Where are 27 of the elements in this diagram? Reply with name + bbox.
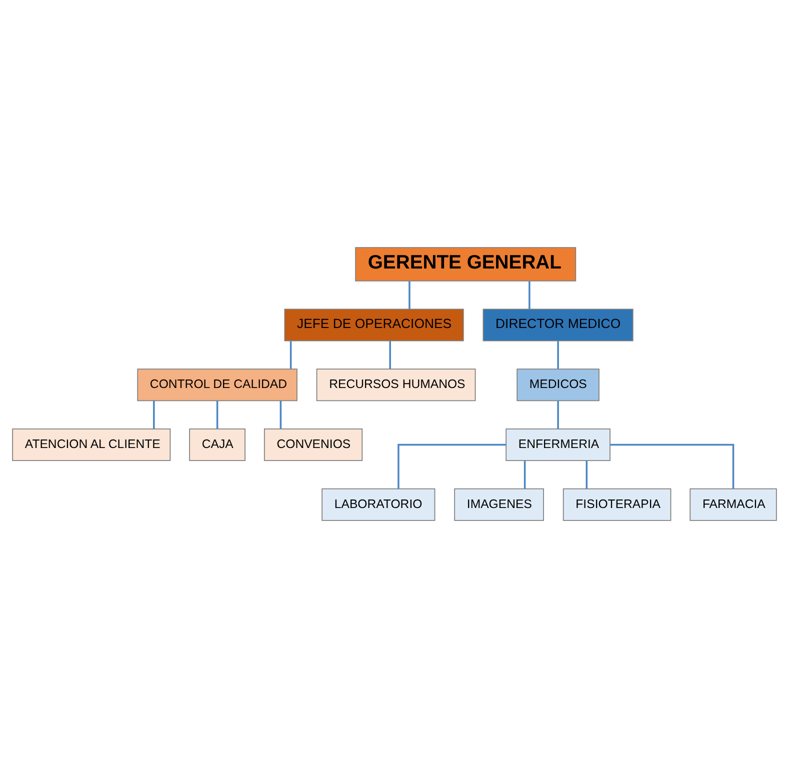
node-box: CAJA xyxy=(189,428,246,461)
connector xyxy=(610,443,734,488)
node-box: CONVENIOS xyxy=(264,428,363,461)
node-box: ENFERMERIA xyxy=(506,428,610,461)
connector xyxy=(557,340,559,368)
connector xyxy=(586,460,588,488)
connector xyxy=(557,400,559,428)
node-box: RECURSOS HUMANOS xyxy=(316,368,476,401)
connector xyxy=(216,400,218,428)
connector xyxy=(153,400,155,428)
node-box: DIRECTOR MEDICO xyxy=(482,308,634,341)
connector xyxy=(280,400,282,428)
node-box: FISIOTERAPIA xyxy=(562,488,672,520)
connector xyxy=(408,280,410,308)
node-box: ATENCION AL CLIENTE xyxy=(12,428,171,461)
connector xyxy=(528,280,530,308)
connector xyxy=(290,340,292,368)
node-box: IMAGENES xyxy=(454,488,544,520)
node-box: MEDICOS xyxy=(516,368,600,401)
connector xyxy=(389,340,391,368)
node-box: JEFE DE OPERACIONES xyxy=(284,308,464,341)
node-box: CONTROL DE CALIDAD xyxy=(137,368,298,401)
node-box: GERENTE GENERAL xyxy=(355,246,576,281)
connector xyxy=(398,443,506,488)
connector xyxy=(524,460,526,488)
node-box: FARMACIA xyxy=(690,488,777,520)
node-box: LABORATORIO xyxy=(322,488,436,520)
